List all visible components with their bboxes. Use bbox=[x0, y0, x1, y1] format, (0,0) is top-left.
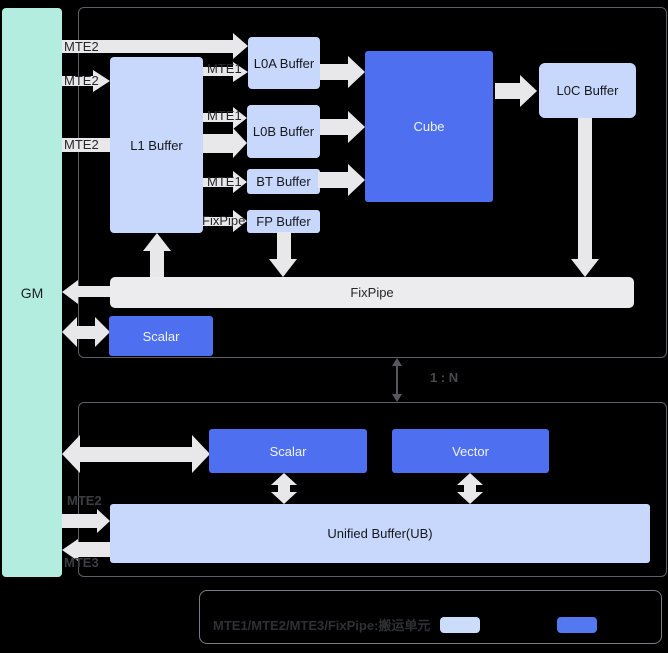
arrow-head bbox=[143, 233, 171, 251]
arrow-shaft bbox=[203, 217, 233, 226]
legend-blue-swatch bbox=[557, 617, 597, 633]
scalar-bottom-block: Scalar bbox=[209, 429, 367, 473]
mte2-gm-to-l0a-label: MTE2 bbox=[64, 39, 99, 54]
arrow-head bbox=[271, 473, 297, 485]
mte2-gm-to-ub-label: MTE2 bbox=[67, 493, 102, 508]
unified-buffer-block: Unified Buffer(UB) bbox=[110, 504, 650, 563]
arrow-head bbox=[348, 164, 365, 196]
l0c-buffer-label: L0C Buffer bbox=[556, 83, 619, 98]
arrow-head bbox=[233, 128, 247, 158]
arrow-head bbox=[93, 70, 110, 92]
mte3-ub-to-gm-label: MTE3 bbox=[64, 555, 99, 570]
vector-label: Vector bbox=[452, 443, 489, 459]
arrow-shaft bbox=[62, 76, 93, 86]
arrow-head bbox=[269, 259, 297, 277]
vector-block: Vector bbox=[392, 429, 549, 473]
arrow-shaft bbox=[62, 40, 233, 53]
arrow-shaft bbox=[62, 514, 97, 528]
arrow-head bbox=[62, 435, 80, 473]
bt-buffer-label: BT Buffer bbox=[256, 174, 311, 189]
fixpipe-bar-label: FixPipe bbox=[350, 285, 394, 300]
legend-caption: MTE1/MTE2/MTE3/FixPipe:搬运单元 bbox=[213, 618, 431, 633]
arrow-head bbox=[233, 33, 248, 59]
arrow-head bbox=[348, 56, 365, 88]
legend-light-blue-swatch bbox=[440, 617, 480, 633]
ratio-label: 1 : N bbox=[430, 370, 459, 385]
arrow-shaft bbox=[277, 232, 291, 260]
arrow-shaft bbox=[76, 326, 96, 339]
arrow-shaft bbox=[203, 178, 233, 187]
l0a-buffer-label: L0A Buffer bbox=[253, 55, 315, 71]
gm-label: GM bbox=[20, 284, 44, 301]
arrow-shaft bbox=[320, 64, 348, 80]
unified-buffer-label: Unified Buffer(UB) bbox=[327, 526, 433, 541]
cube-label: Cube bbox=[413, 119, 445, 134]
scalar-top-block: Scalar bbox=[109, 316, 213, 356]
arrow-head bbox=[233, 210, 247, 232]
arrow-shaft bbox=[464, 484, 476, 494]
arrow-head bbox=[95, 317, 110, 347]
arrow-head bbox=[520, 75, 537, 107]
arrow-head bbox=[271, 492, 297, 504]
arrow-head bbox=[571, 259, 599, 277]
arrow-head bbox=[233, 171, 247, 193]
l0b-buffer-block: L0B Buffer bbox=[247, 105, 320, 158]
arrow-head bbox=[233, 62, 248, 82]
arrow-shaft bbox=[150, 250, 164, 277]
arrow-head bbox=[348, 111, 365, 143]
scalar-top-label: Scalar bbox=[142, 328, 180, 344]
arrow-shaft bbox=[318, 172, 348, 188]
arrow-shaft bbox=[495, 83, 520, 99]
arrow-shaft bbox=[203, 113, 233, 122]
l1-buffer-label: L1 Buffer bbox=[130, 137, 183, 153]
ratio-arrow-line bbox=[396, 360, 398, 400]
fp-buffer-block: FP Buffer bbox=[247, 210, 320, 233]
mte2-gm-to-l1-upper-label: MTE2 bbox=[64, 73, 99, 88]
arrow-shaft bbox=[203, 67, 233, 76]
ratio-arrow-down-head bbox=[392, 394, 402, 402]
mte2-gm-to-l1-lower-label: MTE2 bbox=[64, 137, 99, 152]
gm-block: GM bbox=[2, 8, 62, 577]
arrow-shaft bbox=[78, 542, 110, 557]
arrow-head bbox=[62, 317, 77, 347]
l0a-buffer-block: L0A Buffer bbox=[248, 37, 320, 89]
l0c-buffer-block: L0C Buffer bbox=[539, 63, 636, 118]
mte1-l1-to-l0a-label: MTE1 bbox=[207, 61, 242, 76]
cube-block: Cube bbox=[365, 51, 493, 202]
arrow-shaft bbox=[78, 286, 110, 297]
arrow-shaft bbox=[578, 118, 592, 259]
arrow-head bbox=[97, 509, 110, 533]
cube-core-section bbox=[78, 7, 667, 358]
fp-buffer-label: FP Buffer bbox=[256, 214, 311, 229]
arrow-head bbox=[457, 492, 483, 504]
l0b-buffer-label: L0B Buffer bbox=[252, 124, 315, 139]
arrow-shaft bbox=[79, 447, 193, 462]
scalar-bottom-label: Scalar bbox=[269, 443, 307, 459]
arrow-shaft bbox=[203, 134, 233, 153]
arrow-shaft bbox=[62, 138, 110, 152]
arrow-shaft bbox=[320, 119, 348, 135]
arrow-head bbox=[62, 280, 78, 304]
fixpipe-bar-block: FixPipe bbox=[110, 277, 634, 308]
vector-core-section bbox=[78, 402, 667, 577]
mte1-l1-to-l0b-label: MTE1 bbox=[207, 108, 242, 123]
arrow-head bbox=[233, 107, 247, 129]
fixpipe-l1-to-fp-label: FixPipe bbox=[202, 213, 246, 228]
legend-box bbox=[199, 590, 662, 644]
arrow-head bbox=[457, 473, 483, 485]
arrow-head bbox=[62, 539, 78, 561]
l1-buffer-block: L1 Buffer bbox=[110, 57, 203, 233]
mte1-l1-to-bt-label: MTE1 bbox=[207, 174, 242, 189]
bt-buffer-block: BT Buffer bbox=[247, 169, 320, 194]
arrow-head bbox=[192, 435, 210, 473]
arrow-shaft bbox=[278, 484, 290, 494]
